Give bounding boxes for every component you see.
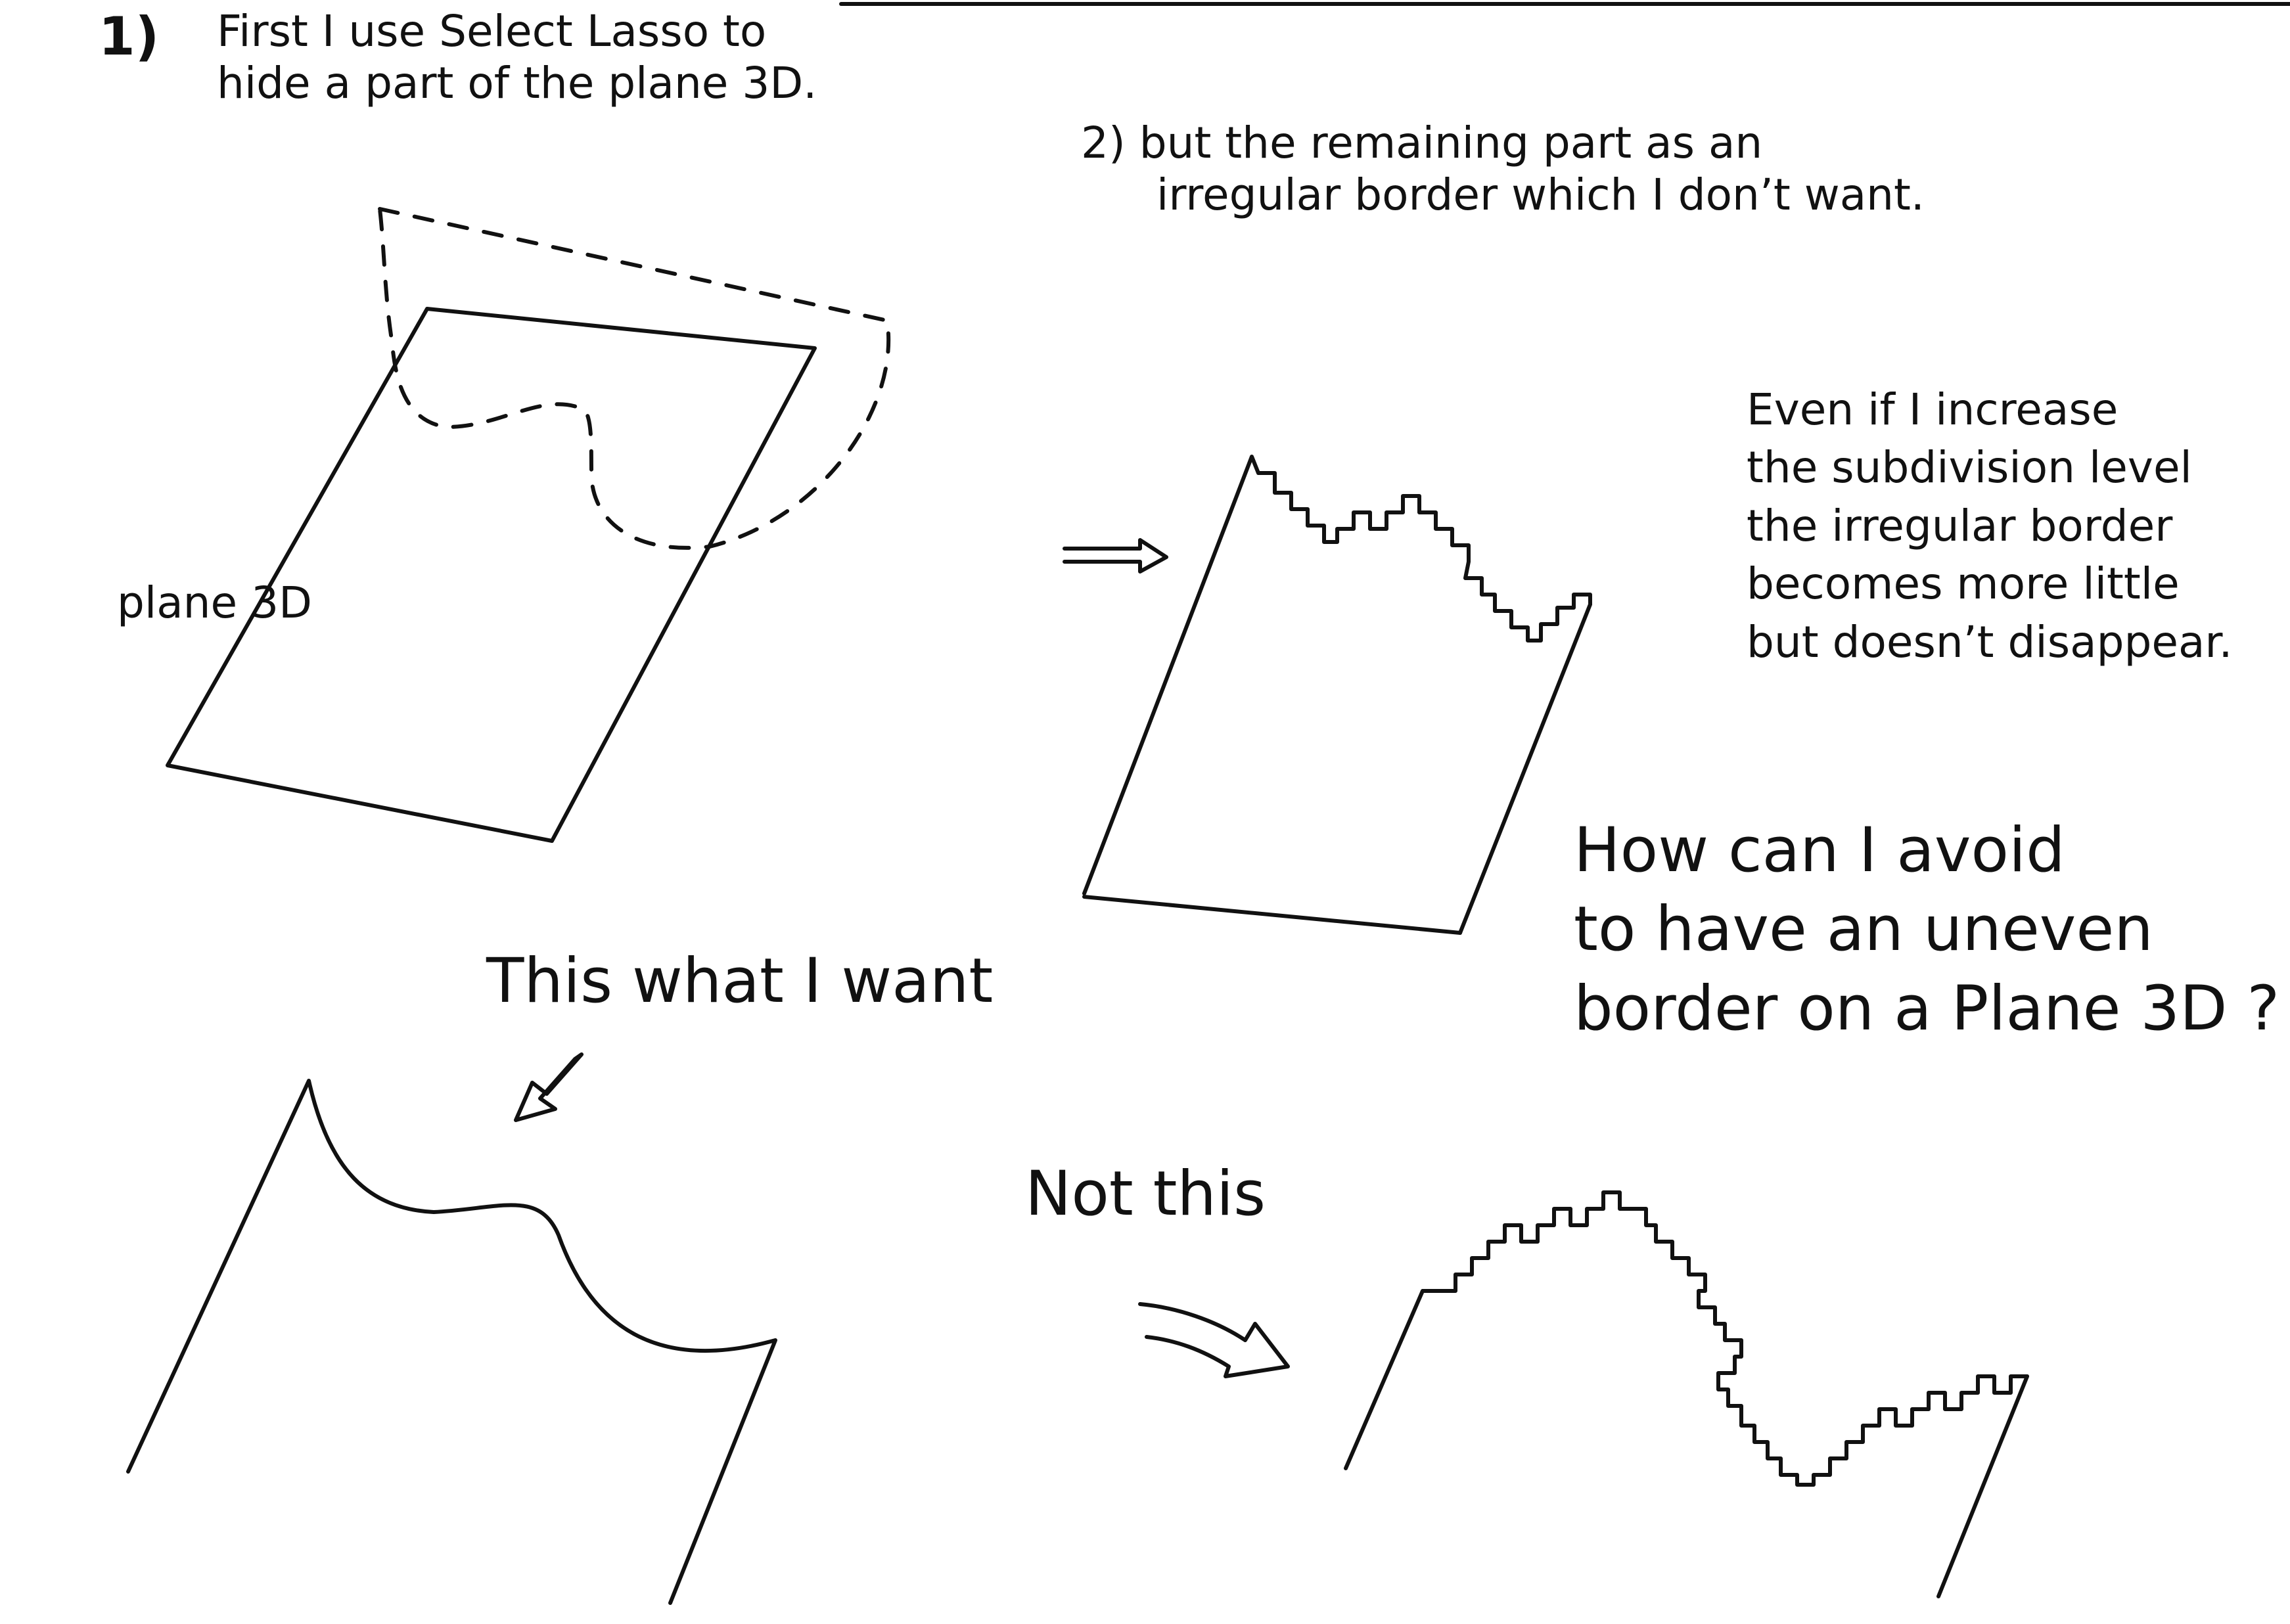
result-plane-right-edge: [1458, 602, 1592, 935]
result-plane-bottom-edge: [1082, 895, 1462, 935]
subdivision-note-line-4: becomes more little: [1747, 558, 2180, 610]
result-plane-left-edge: [1082, 455, 1260, 895]
step-1-line-2: hide a part of the plane 3D.: [217, 58, 817, 109]
not-caption: Not this: [1025, 1158, 1266, 1230]
main-question-line-2: to have an uneven: [1574, 893, 2153, 966]
subdivision-note-line-2: the subdivision level: [1747, 442, 2192, 493]
jagged-border: [1256, 471, 1592, 643]
smooth-border-shape: [126, 1079, 777, 1605]
subdivision-note-line-1: Even if I increase: [1747, 384, 2118, 435]
want-caption: This what I want: [486, 945, 994, 1017]
subdivision-note-line-5: but doesn’t disappear.: [1747, 616, 2233, 667]
main-question-line-1: How can I avoid: [1574, 815, 2065, 886]
plane-3d-outline: [166, 307, 817, 843]
step-1-text: First I use Select Lasso to hide a part …: [217, 5, 817, 109]
step-2-line-2: irregular border which I don’t want.: [1156, 169, 1925, 221]
step-2-text: 2) but the remaining part as an irregula…: [1081, 117, 1925, 221]
step-1-line-1: First I use Select Lasso to: [217, 6, 767, 56]
subdivision-note-line-3: the irregular border: [1747, 500, 2173, 551]
arrow-right-icon: [1138, 1302, 1290, 1378]
staircase-border: [1421, 1190, 2029, 1487]
main-question-line-3: border on a Plane 3D ?: [1574, 972, 2280, 1045]
staircase-right-edge: [1936, 1374, 2029, 1598]
staircase-left-edge: [1344, 1289, 1425, 1470]
lasso-selection: [378, 207, 891, 550]
arrow-right-icon: [1063, 538, 1168, 574]
main-question: How can I avoid to have an uneven border…: [1574, 811, 2279, 1049]
arrow-down-left-icon: [514, 1052, 584, 1122]
step-2-line-1: 2) but the remaining part as an: [1081, 118, 1763, 168]
plane-3d-label: plane 3D: [117, 577, 312, 628]
step-1-number: 1): [99, 6, 160, 67]
subdivision-note: Even if I increase the subdivision level…: [1747, 381, 2232, 671]
